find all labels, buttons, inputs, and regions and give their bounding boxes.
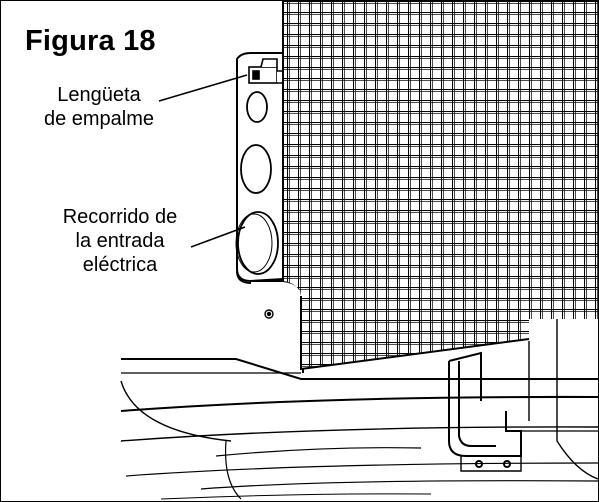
callout-splice-line-2: de empalme: [43, 108, 155, 130]
callout-splice-line-1: Lengüeta: [57, 84, 141, 106]
callout-electrical-line-2: la entrada: [75, 230, 165, 252]
panel-screw: [264, 309, 274, 319]
leader-lines: [158, 74, 248, 248]
callout-electrical-line-1: Recorrido de: [62, 206, 178, 228]
callout-electrical-entry: Recorrido de la entrada eléctrica: [45, 205, 195, 277]
callout-splice-tab: Lengüeta de empalme: [21, 83, 177, 131]
callout-electrical-line-3: eléctrica: [82, 254, 158, 276]
wire-mesh-grille: [282, 1, 598, 371]
bracket-hook: [448, 351, 522, 472]
cabinet-base: [120, 319, 598, 500]
knockout-holes: [235, 91, 279, 275]
figure-title: Figura 18: [25, 25, 156, 57]
